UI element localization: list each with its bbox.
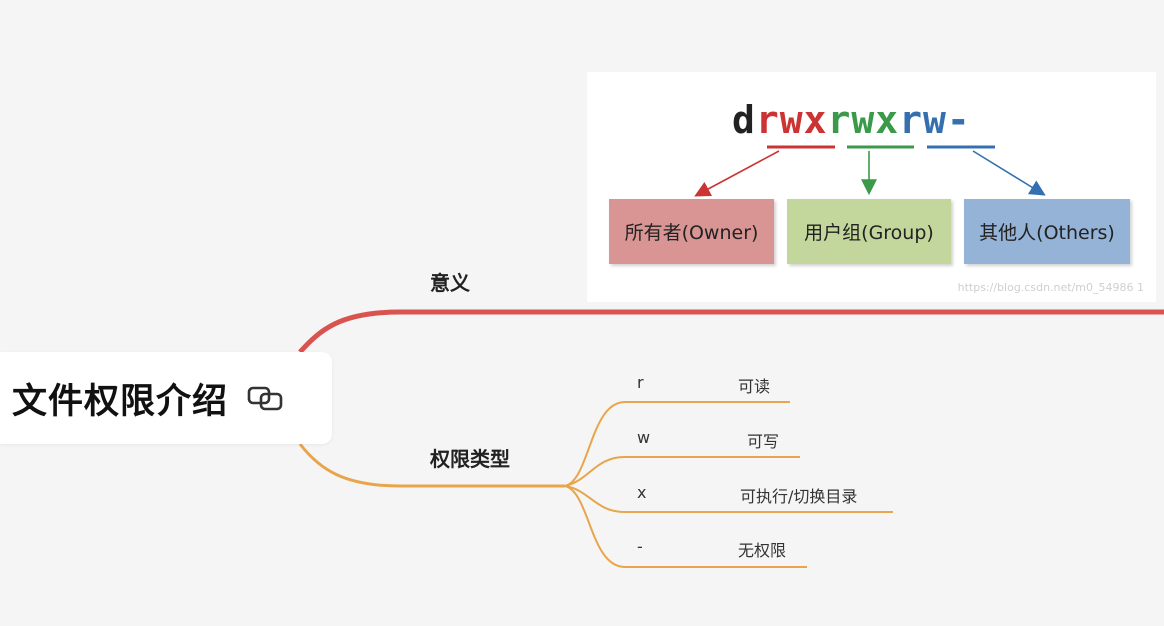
owner-arrow	[694, 150, 780, 197]
leaf-dash-line	[564, 485, 807, 568]
others-arrow	[972, 150, 1046, 196]
permission-string: drwxrwxrw-	[732, 98, 971, 142]
leaf-w-line	[564, 456, 800, 487]
others-box: 其他人(Others)	[964, 199, 1130, 264]
leaf-dash-key[interactable]: -	[637, 537, 643, 556]
leaf-w-key[interactable]: w	[637, 428, 651, 447]
root-topic[interactable]: 文件权限介绍	[0, 352, 332, 444]
owner-box: 所有者(Owner)	[609, 199, 774, 264]
leaf-x-line	[564, 485, 893, 513]
group-label: 用户组(Group)	[804, 222, 934, 244]
branch-meaning-line	[298, 309, 1164, 354]
group-box: 用户组(Group)	[787, 199, 951, 264]
permission-diagram-image[interactable]: drwxrwxrw- 所有者(Owner) 用户组(Group) 其他人(Oth…	[587, 72, 1156, 302]
leaf-dash-desc[interactable]: 无权限	[738, 541, 787, 560]
leaf-r-desc[interactable]: 可读	[738, 377, 771, 396]
leaf-r-key[interactable]: r	[637, 373, 644, 392]
link-icon[interactable]	[246, 382, 286, 414]
leaf-x-desc[interactable]: 可执行/切换目录	[740, 487, 858, 506]
image-watermark: https://blog.csdn.net/m0_54986 1	[957, 281, 1144, 294]
perm-group-bits: rwx	[827, 98, 900, 142]
leaf-r-line	[564, 401, 790, 487]
root-title: 文件权限介绍	[12, 381, 229, 422]
leaf-w-desc[interactable]: 可写	[747, 432, 780, 451]
perm-prefix: d	[732, 98, 756, 142]
branch-types-label[interactable]: 权限类型	[430, 447, 510, 471]
owner-label: 所有者(Owner)	[624, 222, 759, 244]
permission-arrows	[694, 145, 1046, 197]
branch-types-line	[298, 443, 565, 488]
others-label: 其他人(Others)	[979, 222, 1115, 244]
leaf-x-key[interactable]: x	[637, 483, 647, 502]
perm-owner-bits: rwx	[755, 98, 828, 142]
perm-others-bits: rw-	[899, 98, 971, 142]
branch-meaning-label[interactable]: 意义	[430, 271, 470, 295]
